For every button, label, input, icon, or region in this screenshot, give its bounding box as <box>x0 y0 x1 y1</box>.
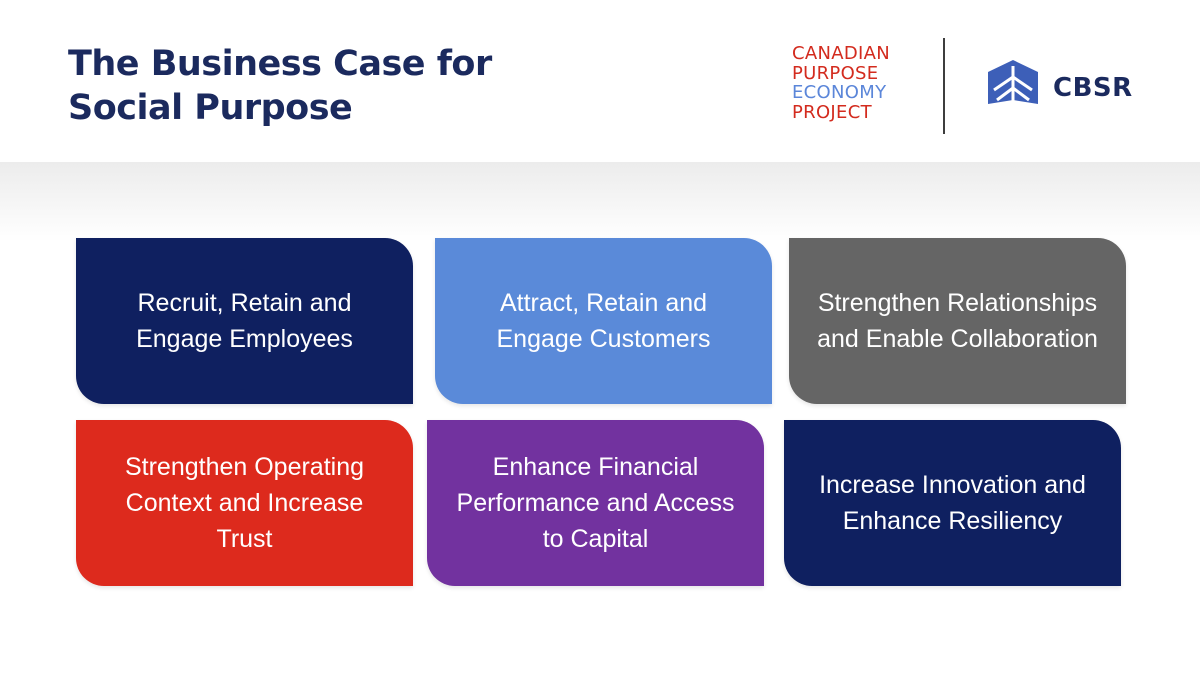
header-shadow-band <box>0 162 1200 242</box>
card-label: Recruit, Retain and Engage Employees <box>136 289 353 353</box>
card-relationships: Strengthen Relationships and Enable Coll… <box>789 238 1126 404</box>
card-label: Strengthen Relationships and Enable Coll… <box>817 289 1098 353</box>
logo-divider <box>943 38 945 134</box>
card-innovation: Increase Innovation and Enhance Resilien… <box>784 420 1121 586</box>
card-label: Increase Innovation and Enhance Resilien… <box>819 471 1086 535</box>
cppe-logo-line-2: PURPOSE <box>792 62 879 84</box>
cppe-logo-line-4: PROJECT <box>792 101 872 123</box>
page-title: The Business Case for Social Purpose <box>68 42 492 130</box>
card-label: Enhance Financial Performance and Access… <box>456 453 735 553</box>
title-line-2: Social Purpose <box>68 88 353 128</box>
cppe-logo-line-1: CANADIAN <box>792 43 891 64</box>
cppe-logo: CANADIAN PURPOSE ECONOMY PROJECT <box>792 44 922 122</box>
card-financial-performance: Enhance Financial Performance and Access… <box>427 420 764 586</box>
cbsr-logo-text: CBSR <box>1053 73 1133 103</box>
cppe-logo-line-3: ECONOMY <box>792 82 887 103</box>
card-employees: Recruit, Retain and Engage Employees <box>76 238 413 404</box>
header: The Business Case for Social Purpose CAN… <box>0 0 1200 162</box>
title-line-1: The Business Case for <box>68 44 492 84</box>
card-label: Strengthen Operating Context and Increas… <box>124 453 365 553</box>
card-customers: Attract, Retain and Engage Customers <box>435 238 772 404</box>
cbsr-leaf-icon <box>988 60 1038 108</box>
card-label: Attract, Retain and Engage Customers <box>496 289 711 353</box>
card-operating-context: Strengthen Operating Context and Increas… <box>76 420 413 586</box>
